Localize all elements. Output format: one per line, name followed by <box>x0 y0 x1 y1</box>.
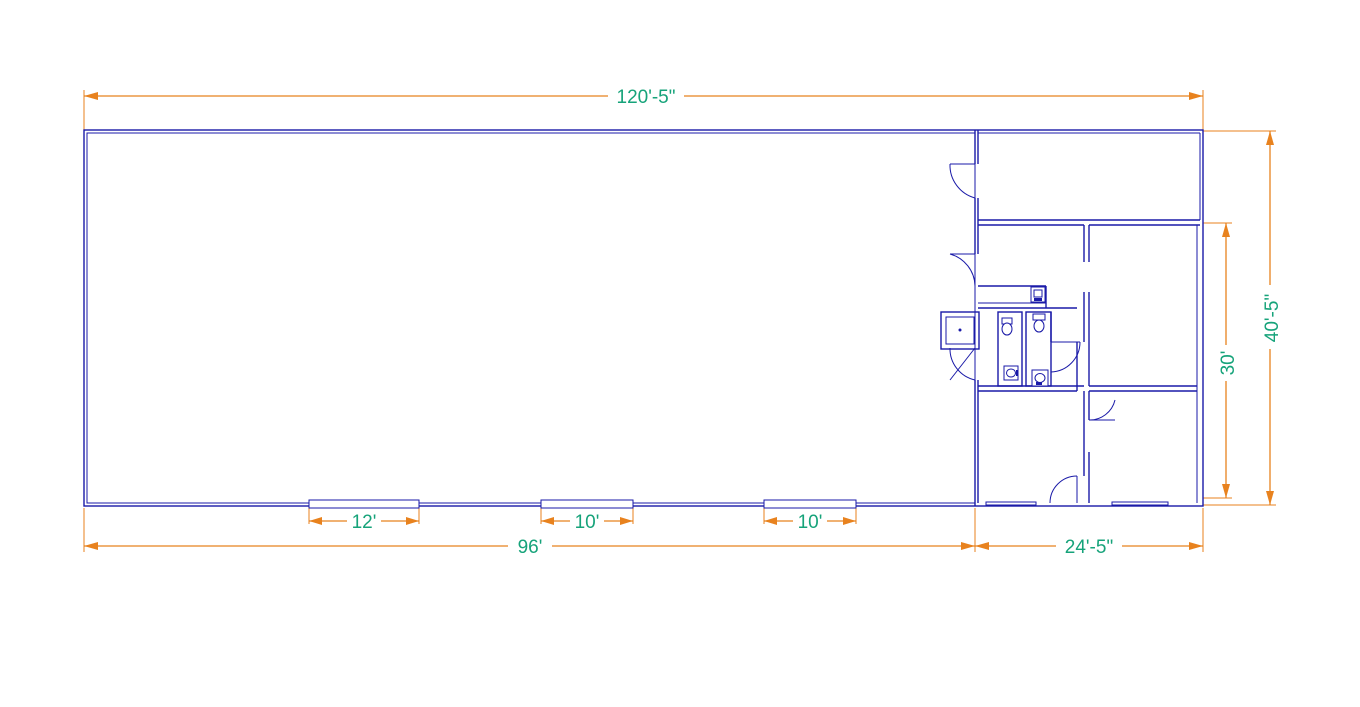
toilet-icon <box>1001 317 1013 336</box>
toilet-icon <box>1032 313 1046 333</box>
door-3-dimension: 10' <box>763 508 857 533</box>
overall-width-dimension: 120'-5" <box>83 84 1204 130</box>
office-interior <box>978 219 1200 506</box>
building-outline <box>83 129 1204 507</box>
door-2-dimension: 10' <box>540 508 634 533</box>
door-1-dimension: 12' <box>308 508 420 533</box>
water-heater-icon <box>1030 286 1046 303</box>
overhead-doors <box>308 499 857 509</box>
office-depth-dimension: 30' <box>1203 222 1239 499</box>
warehouse-width-label: 96' <box>518 537 543 558</box>
overall-depth-label: 40'-5" <box>1262 294 1283 342</box>
restrooms <box>940 285 1081 387</box>
door-1-label: 12' <box>352 512 377 533</box>
demising-doors <box>949 163 976 381</box>
sink-icon <box>1031 369 1049 387</box>
bottom-dimensions: 96' 24'-5" <box>83 508 1204 558</box>
door-3-label: 10' <box>798 512 823 533</box>
office-depth-label: 30' <box>1218 351 1239 376</box>
door-2-label: 10' <box>575 512 600 533</box>
demising-wall <box>974 130 979 506</box>
sink-icon <box>1003 365 1019 381</box>
overall-depth-dimension: 40'-5" <box>1203 130 1283 506</box>
office-width-label: 24'-5" <box>1065 537 1113 558</box>
overall-width-label: 120'-5" <box>617 87 676 108</box>
